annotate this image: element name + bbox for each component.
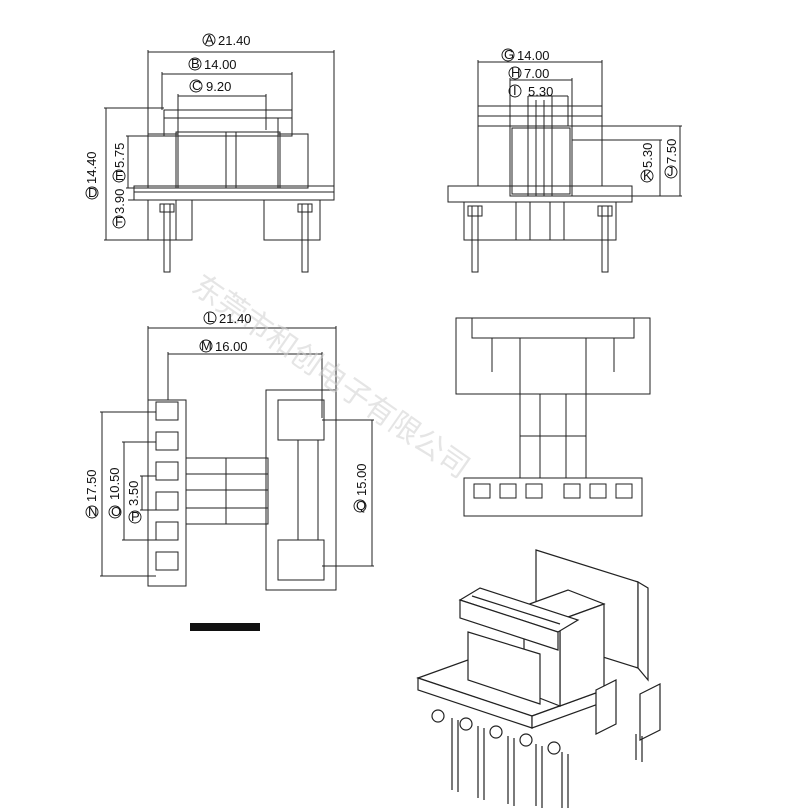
- dim-letter-K: K: [643, 168, 652, 183]
- dim-letter-D: D: [88, 185, 97, 200]
- dim-letter-N: N: [88, 504, 97, 519]
- side-view: [447, 60, 682, 273]
- dim-letter-P: P: [131, 509, 140, 524]
- dim-letter-F: F: [115, 214, 123, 229]
- dim-value-I: 5.30: [528, 84, 553, 99]
- watermark-text: 东莞市和创电子有限公司: [185, 268, 475, 486]
- dim-value-L: 21.40: [219, 311, 252, 326]
- dim-value-G: 14.00: [517, 48, 550, 63]
- dim-letter-O: O: [111, 504, 121, 519]
- bottom-pin-slots: [473, 483, 633, 499]
- dim-value-M: 16.00: [215, 339, 248, 354]
- iso-pins: [431, 709, 643, 808]
- dim-letter-M: M: [201, 338, 212, 353]
- top-view: [100, 326, 374, 591]
- dim-value-F: 3.90: [112, 189, 127, 214]
- dim-letter-H: H: [511, 65, 520, 80]
- dim-letter-J: J: [667, 164, 674, 179]
- dim-letter-A: A: [205, 32, 214, 47]
- front-view: [104, 50, 335, 273]
- dim-value-J: 7.50: [664, 139, 679, 164]
- scale-bar: [190, 623, 260, 631]
- dim-value-H: 7.00: [524, 66, 549, 81]
- dim-letter-L: L: [207, 310, 214, 325]
- dim-letter-B: B: [191, 56, 200, 71]
- dim-value-B: 14.00: [204, 57, 237, 72]
- dim-letter-G: G: [504, 47, 514, 62]
- dim-letter-E: E: [115, 168, 124, 183]
- dim-value-C: 9.20: [206, 79, 231, 94]
- dim-value-N: 17.50: [84, 469, 99, 502]
- dim-letter-I: I: [513, 83, 517, 98]
- bottom-view: [455, 317, 651, 517]
- left-pin-slots: [155, 401, 179, 571]
- dim-value-P: 3.50: [126, 481, 141, 506]
- dim-value-K: 5.30: [640, 143, 655, 168]
- isometric-view: [416, 549, 661, 808]
- dim-value-D: 14.40: [84, 151, 99, 184]
- dim-letter-C: C: [192, 78, 201, 93]
- dim-letter-Q: Q: [356, 498, 366, 513]
- dim-value-A: 21.40: [218, 33, 251, 48]
- dim-value-Q: 15.00: [354, 463, 369, 496]
- dim-value-E: 5.75: [112, 143, 127, 168]
- dim-value-O: 10.50: [107, 467, 122, 500]
